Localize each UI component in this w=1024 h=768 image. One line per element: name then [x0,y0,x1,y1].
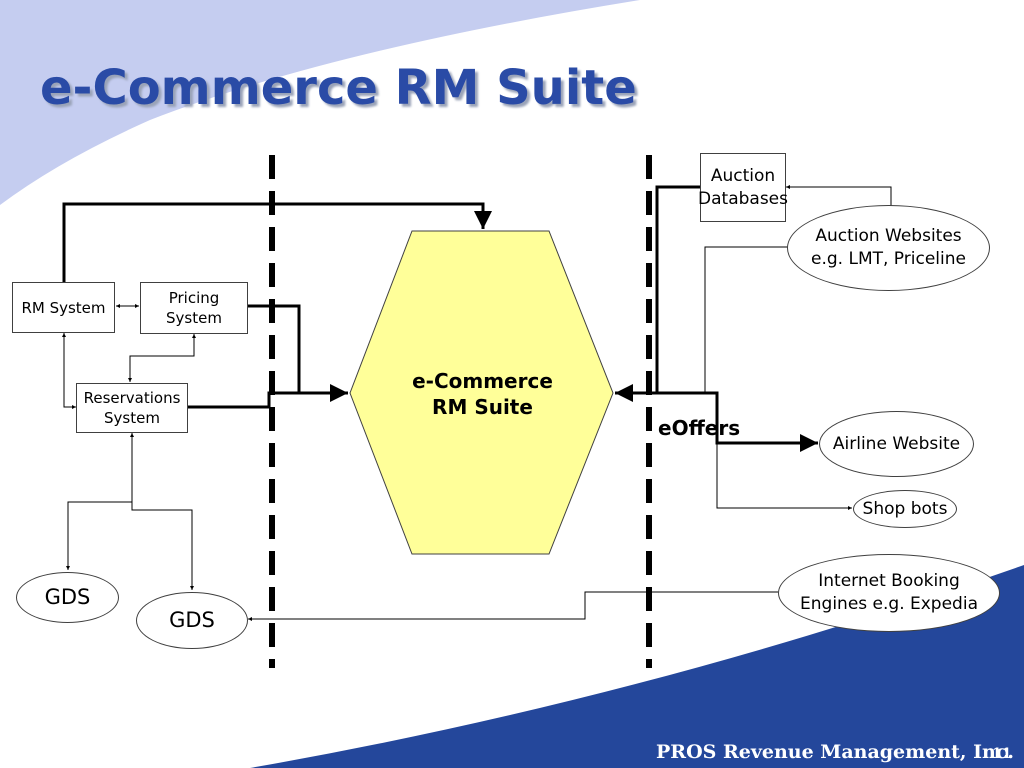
slide-title: e-Commerce RM Suite [40,60,637,116]
connector-auction-websites-to-db [786,185,892,206]
connector-reservations-to-gds-2 [131,502,194,590]
center-hexagon [349,230,614,555]
rm-system-box: RM System [12,282,115,333]
connector-rm-to-center [62,202,492,282]
center-label: e-Commerce RM Suite [412,369,553,419]
internet-booking-oval: Internet Booking Engines e.g. Expedia [778,554,1000,632]
connector-center-to-airline [657,391,818,452]
airline-website-oval: Airline Website [819,411,974,477]
connector-to-auction-websites [704,245,792,393]
connector-booking-to-gds [248,591,778,621]
footer-band [250,565,1024,768]
footer-company: PROS Revenue Management, Inc. [656,741,1015,763]
connector-pricing-to-center [248,304,348,402]
connector-reservations-to-center [188,391,300,409]
eoffers-label: eOffers [658,416,741,440]
gds-oval-2: GDS [136,592,248,649]
auction-websites-oval: Auction Websites e.g. LMT, Priceline [787,205,990,291]
connector-rm-reservations [62,333,76,409]
connector-pricing-reservations [128,334,196,382]
auction-databases-box: Auction Databases [698,153,788,222]
connector-reservations-to-gds [66,433,134,570]
gds-oval-1: GDS [16,572,119,623]
pricing-system-box: Pricing System [140,282,248,334]
page-number: 11 [992,746,1012,762]
connector-auction-db-to-center [615,185,700,402]
background-swoosh [0,0,640,205]
connector-to-shop-bots [716,443,852,510]
shop-bots-oval: Shop bots [853,490,957,528]
reservations-system-box: Reservations System [76,383,188,433]
